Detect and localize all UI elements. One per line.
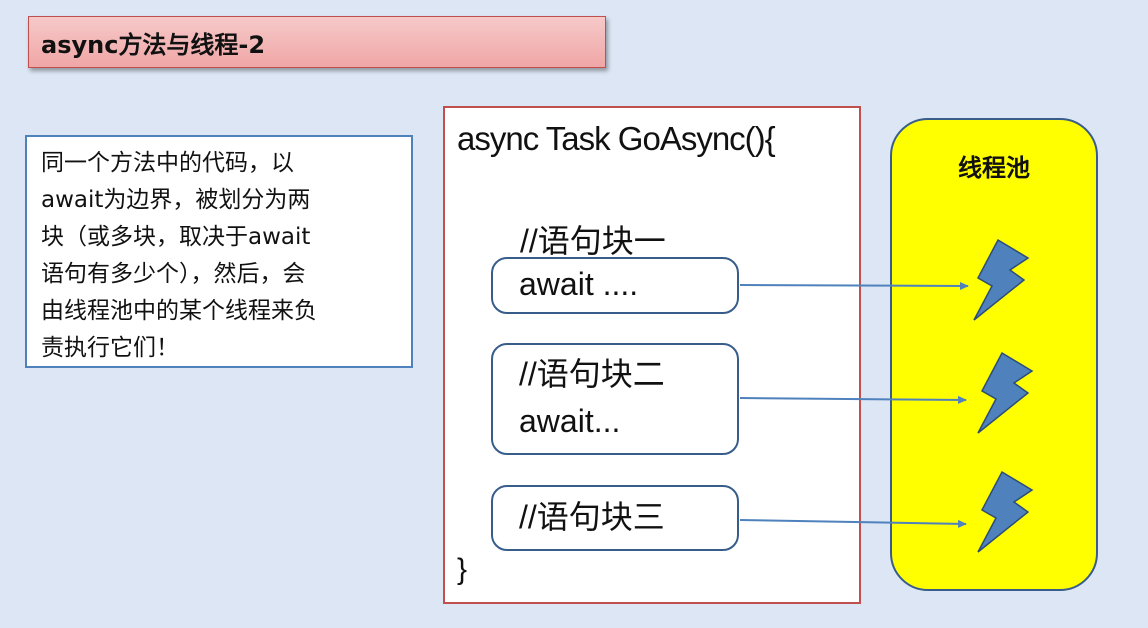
arrow-block3-to-thread (739, 519, 967, 528)
block3-comment: //语句块三 (519, 499, 665, 535)
method-signature: async Task GoAsync(){ (457, 120, 776, 157)
slide-title: async方法与线程-2 (28, 16, 606, 68)
lightning-bolt-icon (973, 238, 1030, 321)
description-line: 块（或多块，取决于await (41, 224, 311, 250)
arrow-block1-to-thread (739, 281, 969, 290)
description-line: 同一个方法中的代码，以 (41, 150, 294, 176)
lightning-bolt-icon (977, 351, 1034, 434)
thread-pool-label: 线程池 (958, 154, 1030, 182)
description-line: 责执行它们！ (41, 335, 179, 361)
description-box: 同一个方法中的代码，以 await为边界，被划分为两 块（或多块，取决于awai… (25, 135, 413, 368)
block2-comment: //语句块二 (519, 356, 665, 392)
block3-statement-box: //语句块三 (491, 485, 739, 551)
method-closing-brace: } (457, 553, 468, 586)
slide-title-text: async方法与线程-2 (41, 30, 266, 59)
description-line: 由线程池中的某个线程来负 (41, 298, 317, 324)
block1-statement-box: await .... (491, 257, 739, 314)
block1-await: await .... (519, 266, 639, 302)
arrow-block2-to-thread (739, 395, 967, 404)
block1-comment: //语句块一 (520, 223, 666, 259)
lightning-bolt-icon (977, 470, 1034, 553)
block2-await: await... (519, 403, 621, 439)
block2-statement-box: //语句块二 await... (491, 343, 739, 455)
description-line: 语句有多少个），然后，会 (41, 261, 306, 287)
description-line: await为边界，被划分为两 (41, 187, 311, 213)
